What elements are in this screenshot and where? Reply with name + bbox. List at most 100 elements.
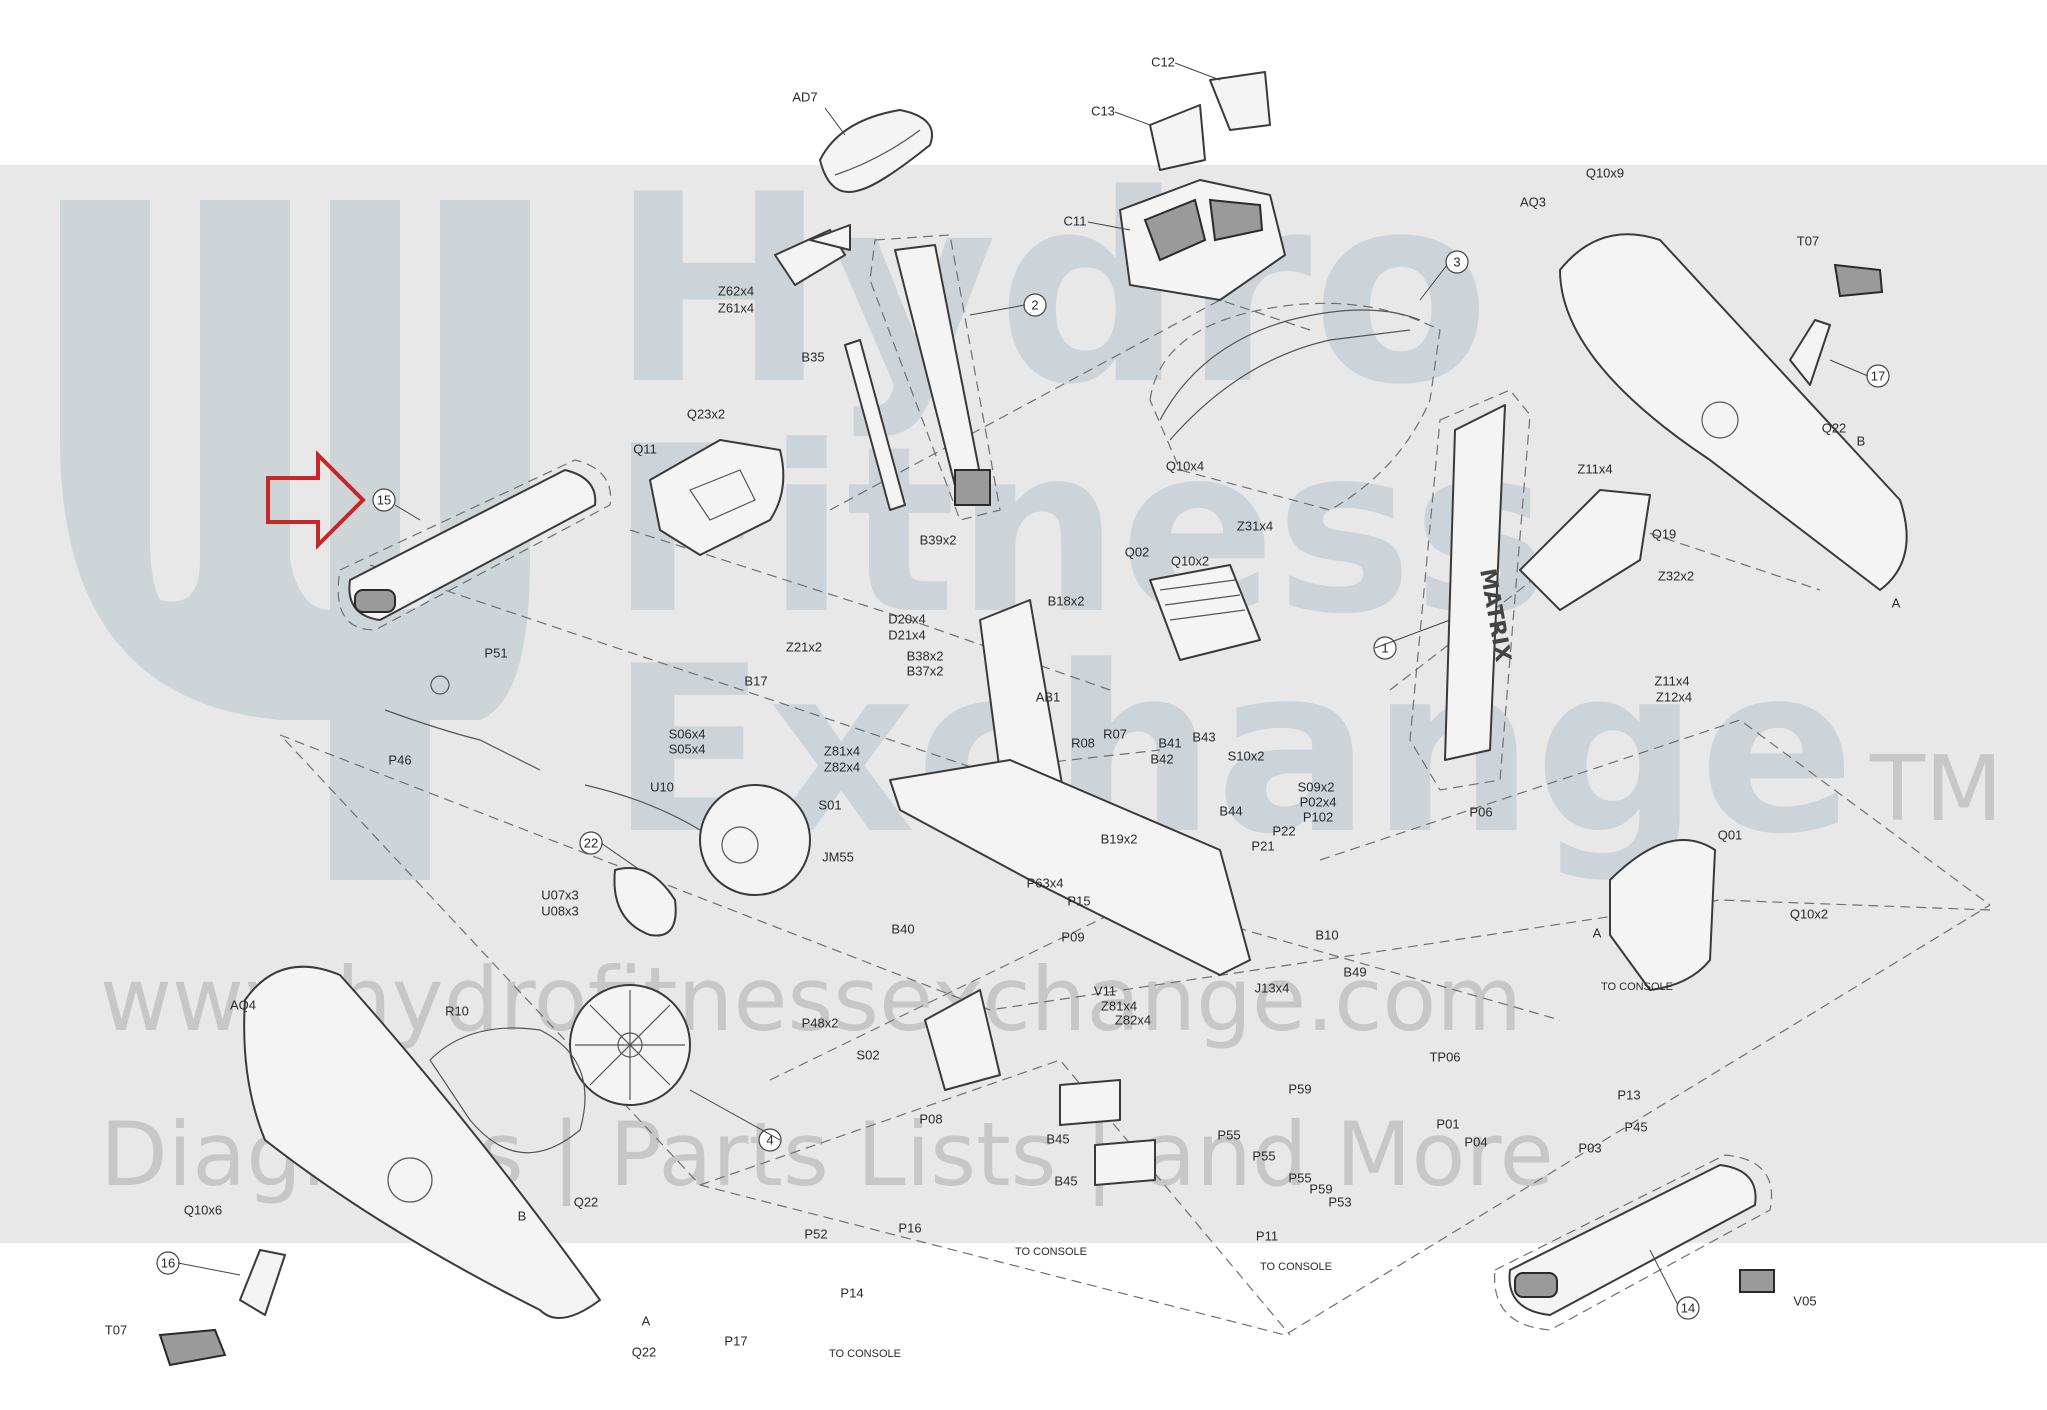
callout-label-22: 22 — [584, 835, 598, 850]
pulley-bracket-part — [613, 867, 677, 937]
part-label: P21 — [1251, 838, 1274, 853]
part-label: P55 — [1217, 1127, 1240, 1142]
part-label: S06x4 — [669, 726, 706, 741]
part-label: Q22 — [574, 1194, 599, 1209]
part-label: B49 — [1343, 964, 1366, 979]
part-label: P59 — [1309, 1181, 1332, 1196]
part-label: Q22 — [632, 1344, 657, 1359]
spacer-blocks-part — [1059, 1079, 1156, 1186]
part-label: B42 — [1150, 751, 1173, 766]
part-labels: 12341415161722AD7C12C13C11Q10x9AQ3T07Z62… — [105, 54, 1901, 1359]
part-label: U07x3 — [541, 887, 579, 902]
handlebar-part — [1149, 302, 1441, 511]
part-label: AB1 — [1036, 689, 1061, 704]
part-label: P102 — [1303, 809, 1333, 824]
to-console-annotation: TO CONSOLE — [1260, 1261, 1332, 1273]
part-label: B39x2 — [920, 532, 957, 547]
right-side-cover-part — [1559, 233, 1908, 591]
callout-label-16: 16 — [161, 1255, 175, 1270]
part-label: V11 — [1094, 983, 1116, 998]
part-label: U10 — [650, 779, 674, 794]
part-label: Z31x4 — [1237, 518, 1273, 533]
part-label: U08x3 — [541, 903, 579, 918]
part-label: Q22 — [1822, 420, 1847, 435]
part-label: P16 — [898, 1220, 921, 1235]
part-label: P03 — [1578, 1140, 1601, 1155]
watermark-logo-icon — [60, 200, 530, 880]
callout-label-14: 14 — [1681, 1300, 1695, 1315]
part-label: Z81x4 — [824, 743, 860, 758]
part-label: P46 — [388, 752, 411, 767]
control-board-part — [924, 989, 1001, 1091]
part-label: B38x2 — [907, 648, 944, 663]
base-frame-part — [889, 759, 1251, 976]
part-label: R07 — [1103, 726, 1127, 741]
part-label: P52 — [804, 1226, 827, 1241]
callout-14 — [1676, 1296, 1700, 1320]
drive-pulley-part — [569, 984, 691, 1106]
drive-belt-part — [429, 1027, 586, 1154]
callout-15 — [372, 488, 396, 512]
part-label: B41 — [1158, 735, 1181, 750]
part-label: AQ3 — [1520, 194, 1546, 209]
watermark-trademark: TM — [1869, 737, 2003, 842]
part-label: R08 — [1071, 735, 1095, 750]
part-label: P53 — [1328, 1194, 1351, 1209]
part-label: B18x2 — [1048, 593, 1085, 608]
part-label: S09x2 — [1298, 779, 1335, 794]
pad-q02-part — [1149, 564, 1261, 661]
part-label: B17 — [744, 673, 767, 688]
part-label: P55 — [1288, 1170, 1311, 1185]
part-label: Q10x9 — [1586, 165, 1624, 180]
part-label: P04 — [1464, 1134, 1487, 1149]
part-label: P63x4 — [1027, 875, 1064, 890]
console-cup-c12-part — [1209, 71, 1271, 131]
part-label: P09 — [1061, 929, 1084, 944]
part-label: Z61x4 — [718, 300, 754, 315]
part-label: S05x4 — [669, 741, 706, 756]
part-label: B37x2 — [907, 663, 944, 678]
part-label: B35 — [801, 349, 824, 364]
part-label: Z21x2 — [786, 639, 822, 654]
right-pedal-crank-part — [1789, 263, 1884, 386]
part-label: Q01 — [1718, 827, 1743, 842]
part-label: B10 — [1315, 927, 1338, 942]
part-label: Z12x4 — [1656, 689, 1692, 704]
part-label: Z11x4 — [1577, 461, 1612, 476]
part-label: P55 — [1252, 1148, 1275, 1163]
generator-part — [699, 784, 811, 896]
part-label: B40 — [891, 921, 914, 936]
part-label: B — [518, 1208, 527, 1223]
part-label: Q02 — [1125, 544, 1150, 559]
callout-3 — [1445, 250, 1469, 274]
part-label: P45 — [1624, 1119, 1647, 1134]
part-label: P14 — [840, 1285, 863, 1300]
seat-bracket-part — [774, 224, 851, 286]
serial-label-part — [1739, 1269, 1775, 1293]
callout-4 — [758, 1128, 782, 1152]
to-console-annotation: TO CONSOLE — [1015, 1246, 1087, 1258]
seat-part — [819, 109, 933, 193]
part-label: C12 — [1151, 54, 1175, 69]
part-label: P08 — [919, 1111, 942, 1126]
wire-harness-part — [384, 675, 701, 831]
part-label: S02 — [856, 1047, 879, 1062]
part-label: Q10x6 — [184, 1202, 222, 1217]
part-label: P06 — [1469, 804, 1492, 819]
part-label: C13 — [1091, 103, 1115, 118]
leader-lines — [177, 62, 1869, 1306]
seat-slider-part — [844, 339, 906, 511]
highlight-arrow-icon — [266, 450, 366, 550]
part-label: B44 — [1219, 803, 1242, 818]
part-label: P17 — [724, 1333, 747, 1348]
part-label: Z32x2 — [1658, 568, 1694, 583]
part-label: Q10x2 — [1171, 553, 1209, 568]
part-label: P22 — [1272, 823, 1295, 838]
part-label: B43 — [1192, 729, 1215, 744]
part-label: Q10x2 — [1790, 906, 1828, 921]
part-label: A — [642, 1313, 651, 1328]
callout-label-1: 1 — [1381, 640, 1388, 655]
to-console-annotation: TO CONSOLE — [829, 1348, 901, 1360]
part-label: Z62x4 — [718, 283, 754, 298]
